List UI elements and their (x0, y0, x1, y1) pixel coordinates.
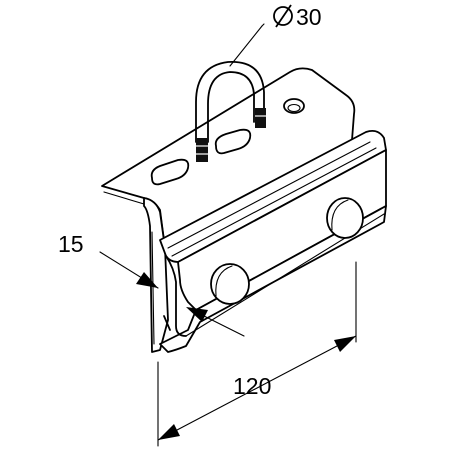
thickness-dimension: 15 (58, 231, 245, 337)
diameter-symbol (273, 6, 293, 26)
left-flange (143, 197, 169, 353)
diameter-dimension: 30 (229, 4, 322, 67)
u-bolt-thread-right (255, 108, 266, 128)
channel-body (159, 129, 387, 353)
length-dimension: 120 (157, 261, 357, 447)
middle-slot (214, 128, 252, 155)
length-label: 120 (233, 373, 271, 399)
u-bolt (195, 61, 266, 162)
back-hole (283, 98, 305, 114)
u-bolt-thread-left (196, 138, 208, 162)
top-mounting-plate (101, 67, 356, 249)
front-slot (150, 158, 190, 186)
flange-thickness-label: 15 (58, 231, 84, 257)
rod-diameter-label: 30 (296, 4, 322, 30)
